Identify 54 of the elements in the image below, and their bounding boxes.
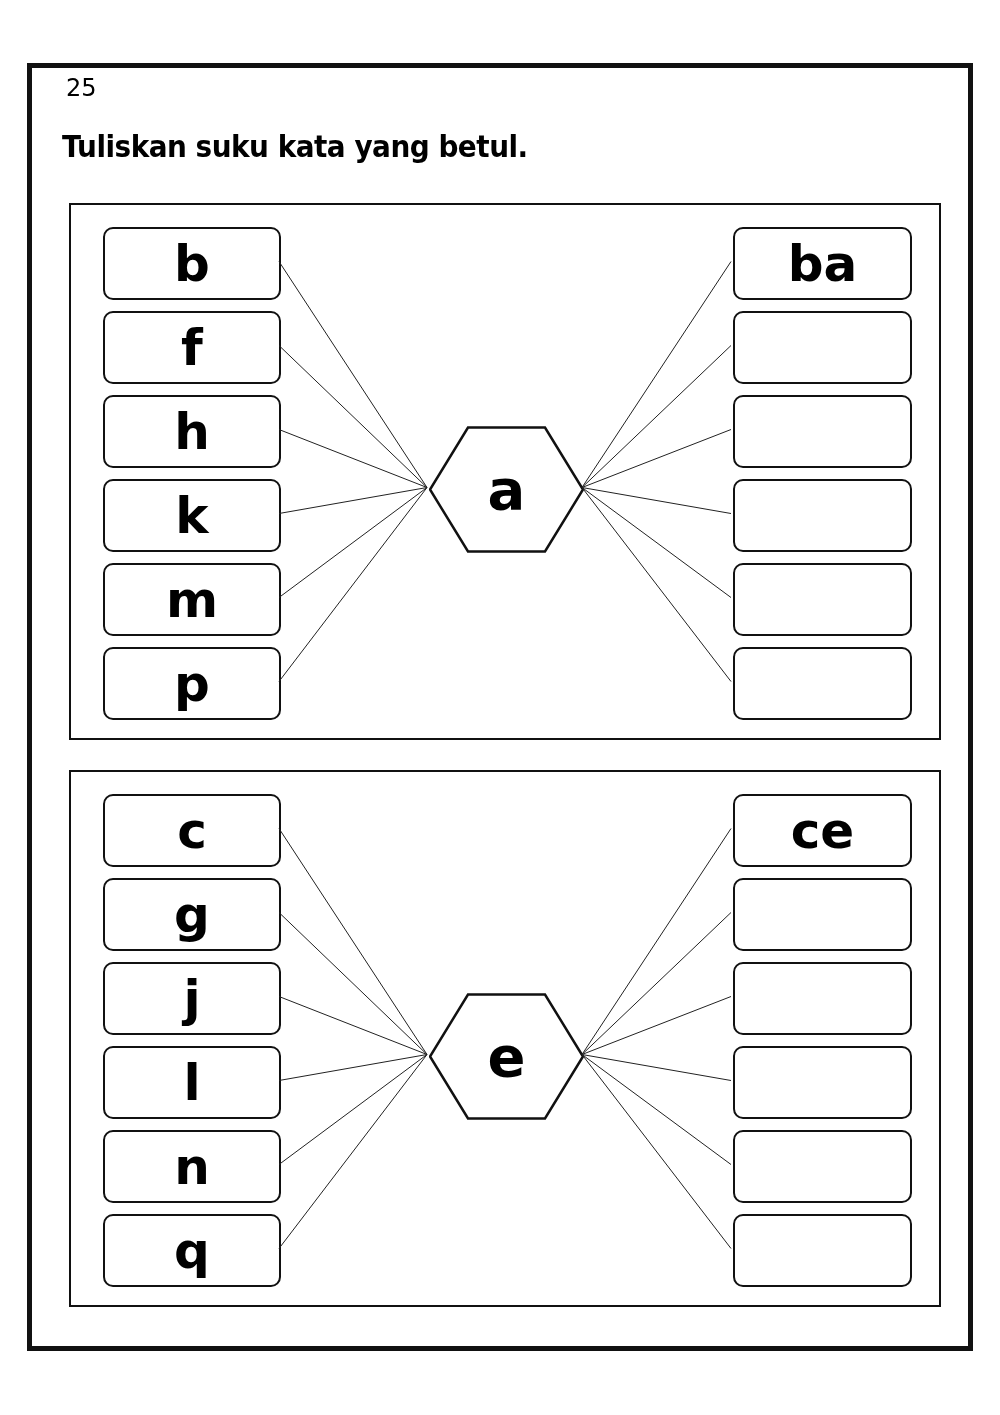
connector-line xyxy=(278,487,428,598)
letter-box: c xyxy=(103,794,281,867)
vowel-hexagon: e xyxy=(429,993,584,1120)
letter-box: n xyxy=(103,1130,281,1203)
answer-box: ba xyxy=(733,227,912,300)
connector-line xyxy=(278,487,428,682)
connector-line xyxy=(278,1054,428,1165)
connector-line xyxy=(581,912,732,1055)
connector-line xyxy=(278,261,428,488)
letter-box: m xyxy=(103,563,281,636)
answer-box xyxy=(733,1214,912,1287)
answer-box xyxy=(733,563,912,636)
connector-line xyxy=(278,1054,428,1081)
answer-box: ce xyxy=(733,794,912,867)
connector-line xyxy=(581,1054,732,1165)
answer-box xyxy=(733,962,912,1035)
letter-box: f xyxy=(103,311,281,384)
answer-box xyxy=(733,647,912,720)
letter-box: b xyxy=(103,227,281,300)
letter-box: p xyxy=(103,647,281,720)
letter-box: q xyxy=(103,1214,281,1287)
answer-box xyxy=(733,311,912,384)
connector-line xyxy=(581,345,732,488)
answer-box xyxy=(733,1046,912,1119)
answer-box xyxy=(733,1130,912,1203)
connector-line xyxy=(278,828,428,1055)
connector-line xyxy=(278,1054,428,1249)
letter-box: h xyxy=(103,395,281,468)
connector-line xyxy=(278,996,428,1055)
connector-line xyxy=(581,1054,732,1249)
connector-line xyxy=(278,345,428,488)
letter-box: l xyxy=(103,1046,281,1119)
instruction-text: Tuliskan suku kata yang betul. xyxy=(62,128,528,164)
answer-box xyxy=(733,878,912,951)
letter-box: k xyxy=(103,479,281,552)
connector-line xyxy=(581,487,732,598)
page-number: 25 xyxy=(66,74,97,102)
connector-line xyxy=(581,1054,732,1081)
vowel-hexagon: a xyxy=(429,426,584,553)
letter-box: j xyxy=(103,962,281,1035)
connector-line xyxy=(278,429,428,488)
exercise-panel xyxy=(69,203,941,740)
exercise-panel xyxy=(69,770,941,1307)
connector-line xyxy=(581,487,732,682)
answer-box xyxy=(733,479,912,552)
connector-line xyxy=(278,487,428,514)
letter-box: g xyxy=(103,878,281,951)
connector-line xyxy=(581,828,732,1055)
connector-line xyxy=(581,261,732,488)
connector-line xyxy=(581,996,732,1055)
connector-line xyxy=(581,487,732,514)
connector-line xyxy=(278,912,428,1055)
connector-line xyxy=(581,429,732,488)
answer-box xyxy=(733,395,912,468)
